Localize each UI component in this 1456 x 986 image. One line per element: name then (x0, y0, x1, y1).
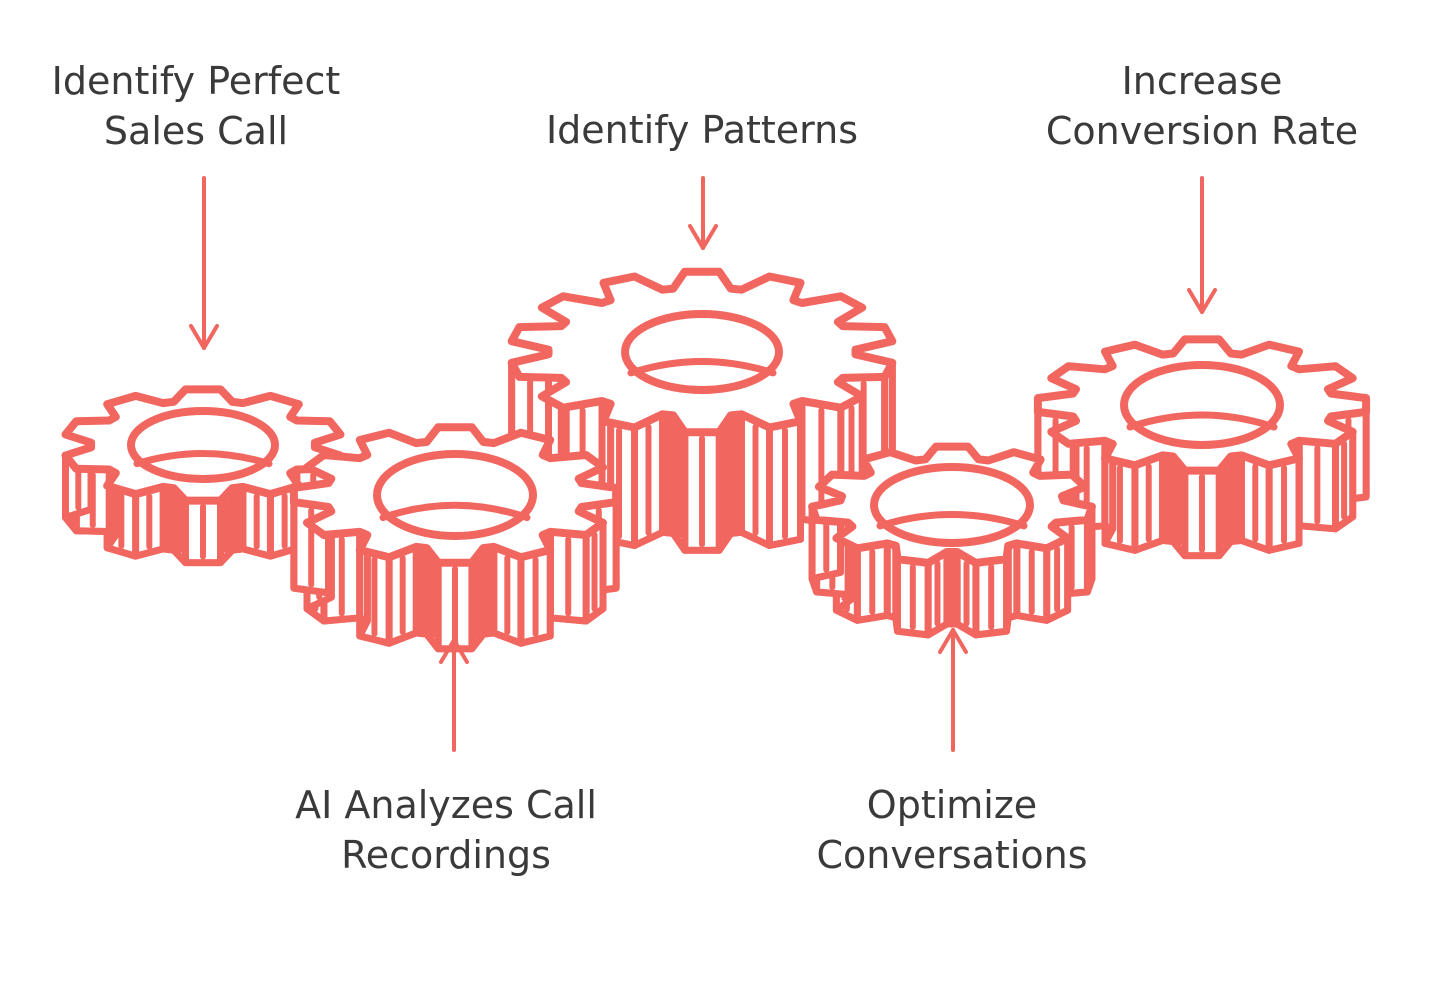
gear-hole-lip (876, 511, 1028, 530)
gear-hole-lip (379, 501, 531, 522)
arrowhead (439, 638, 469, 664)
gear-hole (373, 450, 537, 540)
arrowhead (189, 324, 219, 350)
arrowhead (1187, 288, 1217, 314)
label-line: AI Analyzes Call (295, 783, 597, 827)
gear-hole-lip (627, 358, 777, 377)
arrow-optimize-conversations (938, 628, 968, 752)
label-line: Sales Call (103, 109, 289, 153)
label-line: Increase (1121, 59, 1283, 103)
arrowhead (938, 628, 968, 654)
label-line: Identify Perfect (51, 59, 341, 103)
arrowhead (688, 224, 718, 250)
gear-hole (127, 407, 279, 483)
label-identify-perfect-sales-call: Identify Perfect Sales Call (0, 56, 392, 156)
arrow-increase-conversion-rate (1187, 176, 1217, 314)
gear-hole (1120, 361, 1284, 449)
arrow-ai-analyzes-call-recordings (439, 638, 469, 752)
label-line: Optimize (866, 783, 1038, 827)
label-identify-patterns: Identify Patterns (502, 105, 902, 155)
label-line: Conversations (816, 833, 1088, 877)
label-ai-analyzes-call-recordings: AI Analyzes Call Recordings (246, 780, 646, 880)
gear-4 (808, 442, 1096, 639)
label-line: Identify Patterns (545, 108, 859, 152)
arrow-identify-perfect-sales-call (189, 176, 219, 350)
label-line: Conversion Rate (1045, 109, 1359, 153)
gear-hole (870, 463, 1034, 547)
label-line: Recordings (341, 833, 551, 877)
gear-hole-lip (133, 450, 273, 468)
gear-hole-lip (1126, 411, 1278, 431)
gear-hole (621, 310, 783, 394)
label-optimize-conversations: Optimize Conversations (752, 780, 1152, 880)
label-increase-conversion-rate: Increase Conversion Rate (1002, 56, 1402, 156)
arrow-identify-patterns (688, 176, 718, 250)
gear-2 (289, 423, 621, 653)
